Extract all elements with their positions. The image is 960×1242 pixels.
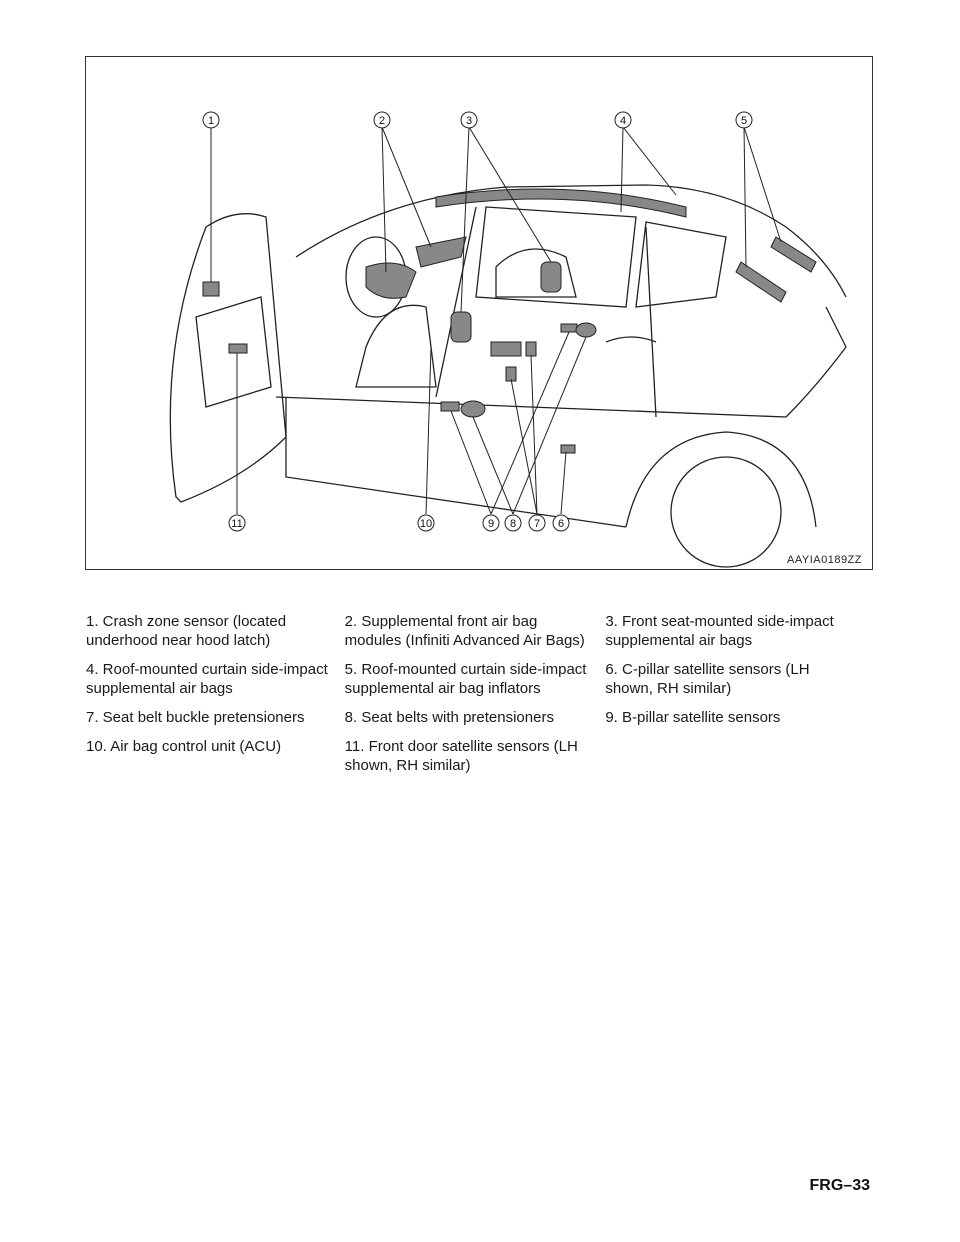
leader-7b bbox=[510, 378, 538, 515]
callout-circle-6 bbox=[552, 514, 570, 532]
callout-circle-1 bbox=[202, 111, 220, 129]
seat-belt-retractor-rear bbox=[575, 322, 597, 338]
crash-zone-sensor bbox=[202, 281, 220, 297]
callout-label-9: 9 bbox=[488, 518, 494, 530]
callout-label-10: 10 bbox=[420, 518, 432, 530]
rear-quarter-window bbox=[635, 221, 727, 308]
legend-item-7: 7. Seat belt buckle pretensioners bbox=[86, 709, 305, 726]
leader-2a bbox=[381, 126, 387, 273]
legend-item-empty bbox=[605, 737, 866, 775]
callout-circle-2 bbox=[373, 111, 391, 129]
legend-row: 7. Seat belt buckle pretensioners 8. Sea… bbox=[86, 708, 866, 727]
rear-door-window bbox=[475, 206, 637, 308]
door-handle bbox=[605, 336, 657, 343]
passenger-air-bag bbox=[415, 236, 467, 268]
rocker-panel bbox=[285, 397, 627, 528]
leader-6 bbox=[560, 451, 567, 515]
callout-label-7: 7 bbox=[534, 518, 540, 530]
legend-item-3: 3. Front seat-mounted side-impact supple… bbox=[605, 613, 834, 649]
rear-wheel bbox=[670, 456, 782, 568]
callout-label-6: 6 bbox=[558, 518, 564, 530]
callout-circle-3 bbox=[460, 111, 478, 129]
curtain-inflator-a bbox=[735, 261, 787, 303]
leader-7a bbox=[530, 354, 538, 515]
page-number: FRG–33 bbox=[809, 1177, 870, 1194]
callout-label-4: 4 bbox=[620, 115, 626, 127]
callout-label-8: 8 bbox=[510, 518, 516, 530]
legend-item-6: 6. C-pillar satellite sensors (LH shown,… bbox=[605, 661, 810, 697]
leader-3a bbox=[460, 126, 470, 313]
leader-5a bbox=[743, 126, 747, 268]
buckle-pretensioner-a bbox=[525, 341, 537, 357]
rear-wheel-arch bbox=[625, 431, 817, 528]
rear-door-edge bbox=[645, 226, 657, 418]
legend-item-1: 1. Crash zone sensor (located underhood … bbox=[86, 613, 287, 649]
front-door-sensor bbox=[228, 343, 248, 354]
leader-8b bbox=[512, 336, 587, 515]
rear-seat bbox=[495, 248, 577, 298]
callout-label-3: 3 bbox=[466, 115, 472, 127]
seat-belt-retractor-front bbox=[460, 400, 486, 418]
legend: 1. Crash zone sensor (located underhood … bbox=[86, 612, 866, 785]
front-seat bbox=[355, 304, 437, 388]
legend-row: 1. Crash zone sensor (located underhood … bbox=[86, 612, 866, 650]
callout-circle-8 bbox=[504, 514, 522, 532]
leader-2b bbox=[381, 126, 432, 248]
car-body-side bbox=[275, 306, 847, 418]
front-door-open bbox=[169, 213, 287, 503]
legend-item-8: 8. Seat belts with pretensioners bbox=[344, 709, 554, 726]
door-inner-trim bbox=[195, 296, 272, 408]
callout-circle-4 bbox=[614, 111, 632, 129]
legend-row: 4. Roof-mounted curtain side-impact supp… bbox=[86, 660, 866, 698]
leader-4b bbox=[622, 126, 677, 196]
c-pillar-sensor bbox=[560, 444, 576, 454]
leader-9a bbox=[450, 410, 492, 515]
callout-label-5: 5 bbox=[741, 115, 747, 127]
leader-9b bbox=[490, 331, 570, 515]
car-illustration: 1 2 3 4 5 6 7 8 9 10 11 bbox=[169, 111, 847, 568]
callout-label-11: 11 bbox=[231, 518, 242, 530]
legend-row: 10. Air bag control unit (ACU) 11. Front… bbox=[86, 737, 866, 775]
figure-code: AAYIA0189ZZ bbox=[787, 554, 862, 566]
b-pillar bbox=[435, 206, 477, 398]
legend-item-9: 9. B-pillar satellite sensors bbox=[605, 709, 781, 726]
leader-8a bbox=[472, 416, 514, 515]
leader-4a bbox=[620, 126, 624, 213]
c-pillar-sensor-upper bbox=[560, 323, 578, 333]
legend-item-5: 5. Roof-mounted curtain side-impact supp… bbox=[344, 661, 587, 697]
front-air-bag-module bbox=[365, 262, 417, 299]
rear-seat-side-air-bag bbox=[540, 261, 562, 293]
callout-circle-7 bbox=[528, 514, 546, 532]
leader-3b bbox=[468, 126, 552, 263]
callout-circle-10 bbox=[417, 514, 435, 532]
callout-circle-9 bbox=[482, 514, 500, 532]
callout-label-2: 2 bbox=[379, 115, 385, 127]
car-roofline bbox=[295, 184, 847, 298]
acu-unit bbox=[490, 341, 522, 357]
callout-circle-11 bbox=[228, 514, 246, 532]
legend-item-10: 10. Air bag control unit (ACU) bbox=[86, 738, 282, 755]
curtain-inflator-b bbox=[770, 236, 817, 273]
legend-item-2: 2. Supplemental front air bag modules (I… bbox=[344, 613, 585, 649]
callout-label-1: 1 bbox=[208, 115, 214, 127]
legend-item-4: 4. Roof-mounted curtain side-impact supp… bbox=[86, 661, 328, 697]
curtain-air-bag bbox=[435, 188, 687, 218]
front-seat-side-air-bag bbox=[450, 311, 472, 343]
callout-circle-5 bbox=[735, 111, 753, 129]
leader-5b bbox=[743, 126, 782, 243]
leader-10 bbox=[425, 346, 432, 515]
airbag-system-diagram: 1 2 3 4 5 6 7 8 9 10 11 AAYIA0189ZZ bbox=[85, 56, 873, 570]
legend-item-11: 11. Front door satellite sensors (LH sho… bbox=[344, 738, 578, 774]
b-pillar-sensor bbox=[440, 401, 460, 412]
buckle-pretensioner-b bbox=[505, 366, 517, 382]
